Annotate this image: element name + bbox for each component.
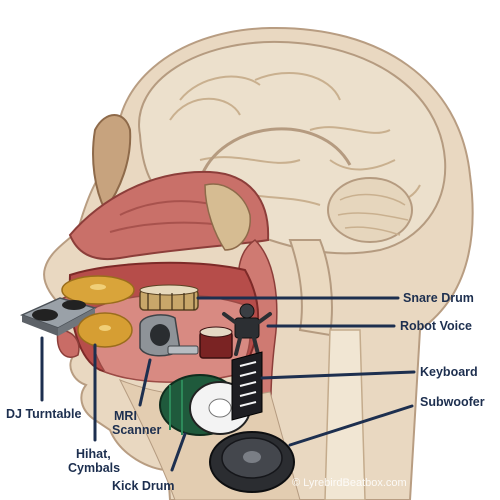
leader-mri [138,358,152,407]
robot [222,303,272,356]
spine [324,329,366,500]
kick-shell-stripes [169,380,183,435]
turntable-record-right [62,300,86,310]
small-drum [199,326,233,359]
subwoofer [209,431,295,493]
turntable-front [58,308,95,336]
mri-bed [167,345,199,355]
robot-head [239,303,255,319]
leader-keyboard [260,370,416,380]
turntable-side [22,315,58,336]
watermark: © LyrebirdBeatbox.com [292,477,407,489]
robot-limbs [222,312,272,356]
keyboard-keys [239,361,257,407]
cerebellum-folds [337,193,409,236]
frontal-sinus [92,114,132,212]
robot-icon [234,317,260,339]
brain-inner-arc [198,127,352,181]
turntable-record-left [32,309,58,321]
label-subwoofer: Subwoofer [420,395,485,409]
keyboard [231,351,263,421]
snare-head [139,284,199,296]
label-kick-drum: Kick Drum [112,479,175,493]
cymbal-top [61,275,135,305]
skull-base-bone [204,183,251,251]
label-cymbals: Cymbals [68,461,120,475]
cymbal-lower [77,312,133,348]
label-hihat: Hihat, [76,447,111,461]
label-dj-turntable: DJ Turntable [6,407,82,421]
mri-bore [150,324,170,346]
leader-subwoofer [288,404,414,447]
leader-kick [170,432,187,472]
label-robot-voice: Robot Voice [400,319,472,333]
label-mri: MRI [114,409,137,423]
mri-scanner [139,314,199,357]
snare-lugs [147,293,195,310]
cymbal-bell [90,284,106,290]
label-keyboard: Keyboard [420,365,478,379]
tom-head [199,326,233,338]
turntable [19,297,97,336]
labels: Snare Drum Robot Voice Keyboard Subwoofe… [6,291,485,493]
subwoofer-dustcap [243,451,261,463]
label-snare-drum: Snare Drum [403,291,474,305]
label-scanner: Scanner [112,423,161,437]
kick-logo [208,398,232,418]
head-illustration [43,26,474,500]
cerebellum [327,177,413,243]
leader-lines [40,296,416,472]
keyboard-icon [231,351,263,421]
cymbal-bell [99,325,111,331]
snare-drum [139,284,199,311]
